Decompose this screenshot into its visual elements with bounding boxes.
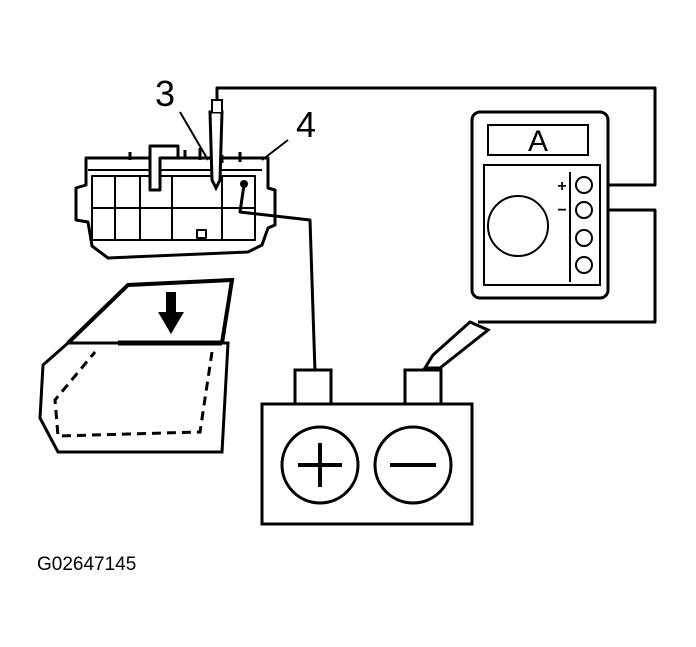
probe-terminal-3 [208, 99, 224, 192]
battery [260, 368, 474, 526]
meter-minus-label: − [557, 202, 566, 219]
meter-jack-plus [575, 176, 593, 194]
leader-line-4 [261, 139, 289, 161]
battery-probe [418, 320, 491, 377]
terminal-4-label: 4 [296, 104, 316, 145]
figure-code: G02647145 [37, 554, 136, 575]
door [38, 277, 235, 454]
terminal-3-label: 3 [155, 73, 175, 114]
down-arrow-icon [158, 292, 184, 334]
meter-unit-label: A [528, 125, 548, 158]
meter-plus-label: + [557, 178, 566, 195]
terminal-4-point [240, 180, 248, 188]
plus-icon [298, 443, 342, 487]
ammeter [470, 110, 610, 300]
leader-line-3 [179, 111, 209, 161]
meter-jack-minus [575, 201, 593, 219]
wires [215, 86, 657, 373]
meter-dial [487, 195, 549, 257]
meter-jack-3 [575, 229, 593, 247]
connector [74, 144, 277, 260]
meter-jack-4 [575, 256, 593, 274]
